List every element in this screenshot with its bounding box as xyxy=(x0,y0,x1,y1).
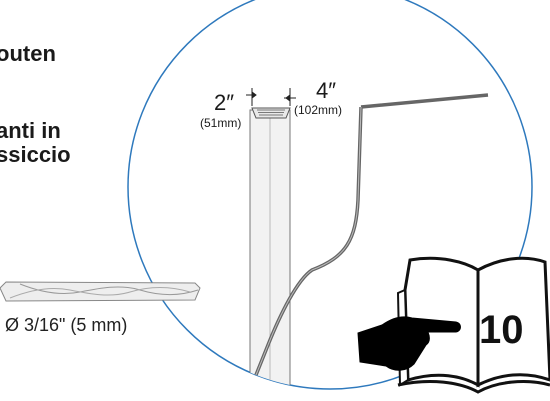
open-book-icon xyxy=(396,256,550,394)
dim-102mm-label: (102mm) xyxy=(294,103,343,117)
drill-size-label: Ø 3/16" (5 mm) xyxy=(5,315,128,335)
pointing-hand-icon xyxy=(357,316,461,371)
instruction-line-2: anti in xyxy=(0,118,61,143)
dim-51mm-label: (51mm) xyxy=(200,116,242,130)
instruction-line-3: ssiccio xyxy=(0,142,71,167)
stud-top-hatch xyxy=(251,107,291,119)
manual-page-number: 10 xyxy=(479,308,524,352)
dim-4in-label: 4″ xyxy=(316,78,337,103)
instruction-line-1: outen xyxy=(0,41,56,66)
drill-bit-icon xyxy=(0,281,201,302)
dim-2in-label: 2″ xyxy=(214,90,235,115)
dimension-lines xyxy=(246,88,296,106)
